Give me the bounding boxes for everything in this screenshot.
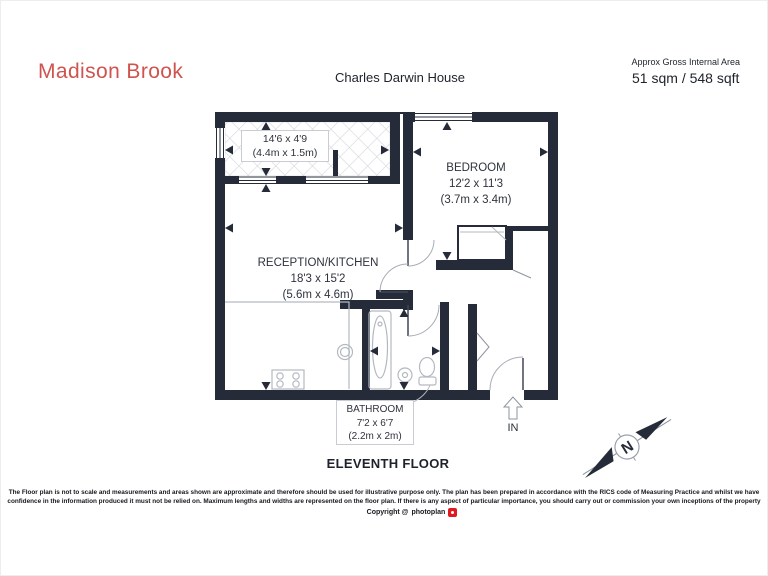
wardrobe-icon: [457, 225, 507, 261]
closet-door-flap: [476, 332, 490, 362]
reception-dims-imperial: 18'3 x 15'2: [290, 273, 346, 285]
measure-arrows: [225, 122, 548, 390]
gross-area-block: Approx Gross Internal Area 51 sqm / 548 …: [631, 57, 740, 86]
balcony-dims-box: 14'6 x 4'9 (4.4m x 1.5m): [241, 130, 329, 162]
cupboard-door-flap: [512, 269, 532, 279]
bathroom-dims-metric: (2.2m x 2m): [348, 431, 402, 442]
walls: [215, 112, 558, 400]
reception-dims-metric: (5.6m x 4.6m): [282, 289, 354, 301]
copyright-prefix: Copyright @: [366, 509, 409, 516]
gross-area-label: Approx Gross Internal Area: [631, 57, 740, 67]
copyright-line: Copyright @ photoplan: [56, 508, 768, 517]
in-label: IN: [508, 422, 519, 434]
copyright-brand: photoplan: [411, 509, 446, 516]
balcony-dims-metric: (4.4m x 1.5m): [252, 147, 318, 159]
disclaimer-text: The Floor plan is not to scale and measu…: [0, 489, 768, 507]
compass-icon: N: [582, 417, 672, 478]
sink-icon: [336, 343, 354, 361]
bathroom-label-box: BATHROOM 7'2 x 6'7 (2.2m x 2m): [336, 400, 414, 445]
gross-area-value: 51 sqm / 548 sqft: [632, 70, 740, 86]
reception-label: RECEPTION/KITCHEN 18'3 x 15'2 (5.6m x 4.…: [237, 255, 399, 303]
bedroom-dims-metric: (3.7m x 3.4m): [440, 194, 512, 206]
balcony-dims-imperial: 14'6 x 4'9: [262, 133, 308, 145]
bathtub-icon: [368, 310, 392, 390]
kitchen-counter: [225, 301, 350, 389]
in-arrow-icon: IN: [502, 396, 524, 434]
basin-icon: [397, 367, 413, 383]
reception-name: RECEPTION/KITCHEN: [257, 257, 379, 269]
photoplan-logo-icon: [448, 508, 458, 517]
disclaimer-line-1: The Floor plan is not to scale and measu…: [8, 489, 760, 496]
doors: [379, 239, 524, 391]
floor-level-label: ELEVENTH FLOOR: [326, 456, 450, 471]
hob-icon: [271, 369, 305, 390]
property-title: Charles Darwin House: [334, 70, 466, 85]
bedroom-name: BEDROOM: [446, 162, 506, 174]
bathroom-label-leader: [412, 384, 431, 403]
bathroom-name: BATHROOM: [346, 404, 404, 415]
windows: [215, 112, 524, 400]
bathroom-dims-imperial: 7'2 x 6'7: [356, 417, 394, 429]
agency-logo: Madison Brook: [38, 60, 184, 83]
bedroom-dims-imperial: 12'2 x 11'3: [448, 178, 504, 190]
disclaimer-line-2: confidence in the information produced i…: [7, 497, 761, 505]
bedroom-label: BEDROOM 12'2 x 11'3 (3.7m x 3.4m): [405, 160, 547, 208]
toilet-icon: [418, 356, 437, 386]
